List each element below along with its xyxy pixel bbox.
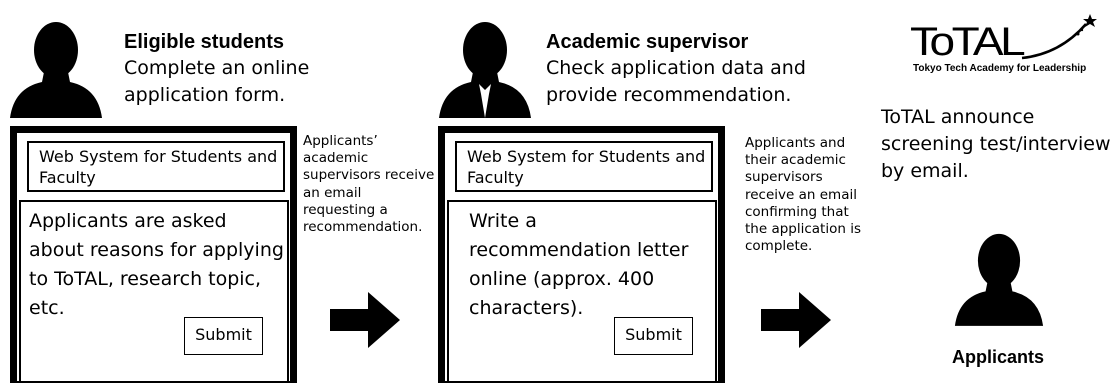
announce-line-3: by email.	[881, 160, 969, 182]
logo-swoosh-icon	[1021, 14, 1097, 60]
panel-body: Applicants are asked about reasons for a…	[19, 200, 289, 383]
note2-line-5: confirming that	[745, 203, 849, 220]
note2-line-6: the application is	[745, 221, 861, 238]
note1-line-1: Applicants’	[303, 133, 378, 149]
panel-body-line-4: etc.	[29, 297, 65, 319]
note2-line-7: complete.	[745, 238, 813, 255]
panel-body-line-2: about reasons for applying	[29, 239, 284, 261]
web-system-panel-faculty: Web System for Students and Faculty Writ…	[438, 126, 725, 383]
note1-line-4: an email	[303, 184, 362, 201]
panel-header-line-2: Faculty	[467, 168, 524, 187]
panel-header-line-1: Web System for Students and	[39, 147, 278, 166]
applicants-label: Applicants	[952, 347, 1045, 367]
supervisor-desc-line-2: provide recommendation.	[546, 84, 792, 106]
students-desc-line-2: application form.	[124, 84, 286, 106]
panel-body: Write a recommendation letter online (ap…	[447, 200, 717, 383]
logo-text: ToTAL	[910, 20, 1026, 64]
note2-line-1: Applicants and	[745, 135, 846, 151]
note-email-confirmation: Applicants and their academic supervisor…	[745, 135, 861, 255]
note1-line-2: academic	[303, 150, 369, 167]
panel-body-line-4: characters).	[469, 297, 584, 319]
panel-body-line-1: Write a	[469, 210, 537, 232]
panel-header: Web System for Students and Faculty	[27, 141, 285, 192]
logo-subtitle: Tokyo Tech Academy for Leadership	[913, 63, 1087, 74]
arrow-right-icon	[330, 292, 400, 352]
students-title: Eligible students	[124, 31, 285, 53]
panel-header: Web System for Students and Faculty	[455, 141, 713, 192]
arrow-right-icon	[761, 292, 831, 352]
panel-header-line-1: Web System for Students and	[467, 147, 706, 166]
applicants-person-icon	[953, 228, 1045, 328]
note2-line-4: receive an email	[745, 186, 857, 203]
submit-button[interactable]: Submit	[614, 317, 693, 355]
web-system-panel-students: Web System for Students and Faculty Appl…	[10, 126, 297, 383]
panel-body-line-3: online (approx. 400	[469, 268, 655, 290]
panel-body-line-2: recommendation letter	[469, 239, 689, 261]
panel-header-line-2: Faculty	[39, 168, 96, 187]
panel-body-line-3: to ToTAL, research topic,	[29, 268, 262, 290]
supervisor-desc-line-1: Check application data and	[546, 57, 806, 79]
note1-line-5: requesting a	[303, 201, 388, 218]
announce-line-1: ToTAL announce	[881, 106, 1035, 128]
supervisor-title: Academic supervisor	[546, 31, 749, 53]
note2-line-3: supervisors	[745, 169, 823, 186]
note2-line-2: their academic	[745, 152, 846, 169]
supervisor-person-icon	[437, 18, 533, 118]
submit-button[interactable]: Submit	[184, 317, 263, 355]
note-email-request: Applicants’ academic supervisors receive…	[303, 133, 434, 236]
announce-line-2: screening test/interview	[881, 133, 1110, 155]
note1-line-6: recommendation.	[303, 219, 423, 236]
student-person-icon	[8, 18, 104, 118]
students-desc-line-1: Complete an online	[124, 57, 310, 79]
panel-body-line-1: Applicants are asked	[29, 210, 227, 232]
note1-line-3: supervisors receive	[303, 167, 435, 184]
